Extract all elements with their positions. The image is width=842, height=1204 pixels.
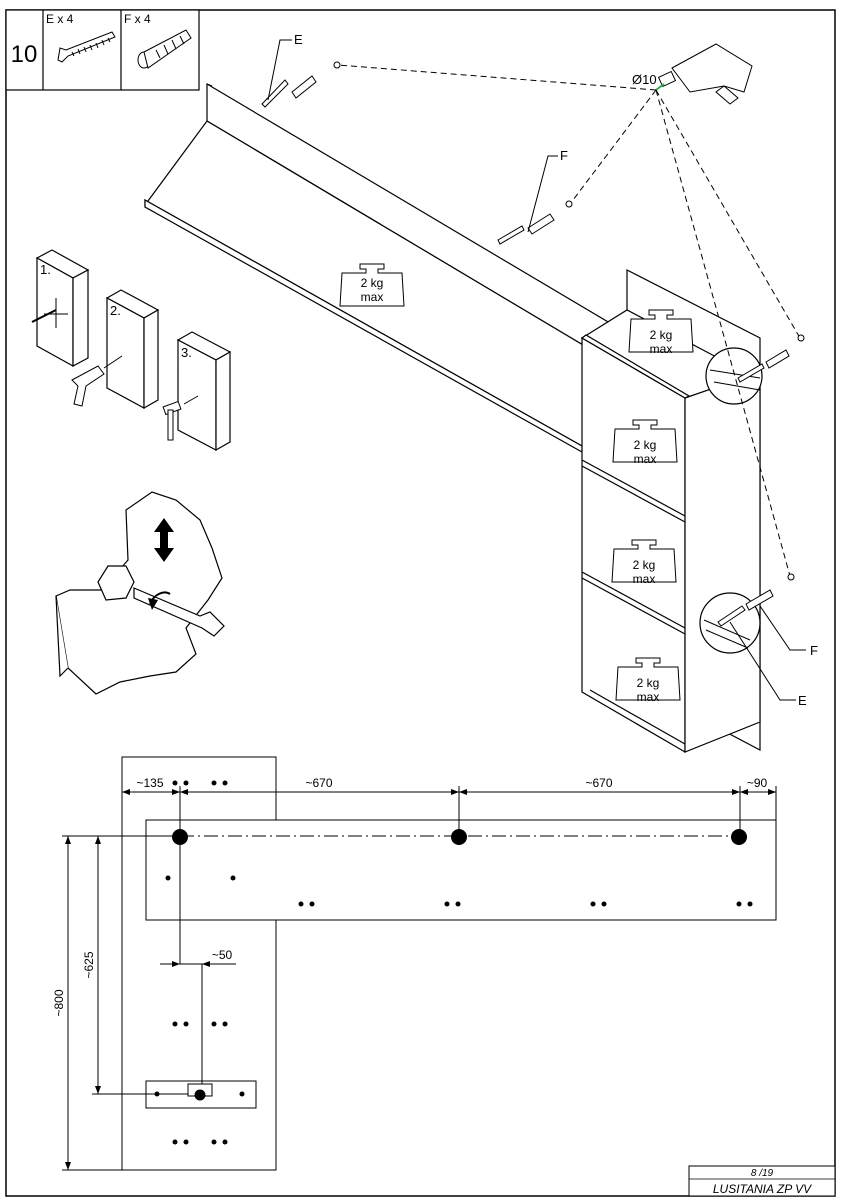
load-bottom-line1: 2 kg	[637, 676, 660, 690]
product-name: LUSITANIA ZP VV	[713, 1182, 812, 1196]
load-shelf2-line2: max	[633, 572, 656, 586]
up-down-arrow-icon	[154, 518, 174, 562]
screw-icon	[57, 31, 116, 63]
detail-circle-top	[705, 347, 763, 405]
callout-e-right: E	[798, 693, 807, 708]
drill-icon	[655, 43, 753, 105]
rotate-arrow-icon	[148, 591, 171, 610]
drill-points	[333, 61, 805, 581]
load-top-line1: 2 kg	[650, 328, 673, 342]
callout-f-right: F	[810, 643, 818, 658]
install-step-1: 1.	[40, 262, 51, 277]
callout-leaders	[267, 39, 806, 701]
dim-50: ~50	[212, 948, 233, 962]
page-number: 8 /19	[751, 1168, 774, 1179]
install-step-3: 3.	[181, 345, 192, 360]
drill-guide-lines	[337, 64, 801, 577]
part-f-label: F x 4	[124, 12, 151, 26]
callout-f-mid: F	[560, 148, 568, 163]
load-shelf1-line2: max	[634, 452, 657, 466]
install-step-2: 2.	[110, 303, 121, 318]
hinge-adjust-detail	[55, 491, 225, 695]
dim-670-a: ~670	[305, 776, 332, 790]
screw-icon	[261, 75, 790, 627]
step-1-mark	[31, 298, 68, 328]
part-e-label: E x 4	[46, 12, 74, 26]
detail-circle-bottom	[699, 592, 761, 654]
callout-e-top: E	[294, 32, 303, 47]
load-shelf-line2: max	[361, 290, 384, 304]
load-bottom-line2: max	[637, 690, 660, 704]
dimension-arrows	[65, 789, 776, 1170]
load-shelf1-line1: 2 kg	[634, 438, 657, 452]
load-top-line2: max	[650, 342, 673, 356]
page-border	[5, 9, 836, 1197]
dim-800: ~800	[52, 989, 66, 1016]
mounting-diagram	[62, 756, 777, 1171]
hammer-icon	[162, 395, 199, 441]
hanger-bracket	[187, 1083, 213, 1101]
drill-bit-size: Ø10	[632, 72, 657, 87]
mounting-holes	[154, 780, 753, 1145]
step-number: 10	[11, 41, 38, 68]
dim-670-b: ~670	[585, 776, 612, 790]
dim-625: ~625	[82, 951, 96, 978]
wall-plug-icon	[137, 29, 192, 69]
footer-box	[688, 1165, 836, 1197]
load-shelf2-line1: 2 kg	[633, 558, 656, 572]
dim-90: ~90	[747, 776, 768, 790]
dim-135: ~135	[136, 776, 163, 790]
install-steps	[35, 249, 232, 452]
parts-table: 10 E x 4 F x 4	[5, 9, 200, 91]
load-shelf-line1: 2 kg	[361, 276, 384, 290]
hand-drill-icon	[71, 355, 123, 407]
